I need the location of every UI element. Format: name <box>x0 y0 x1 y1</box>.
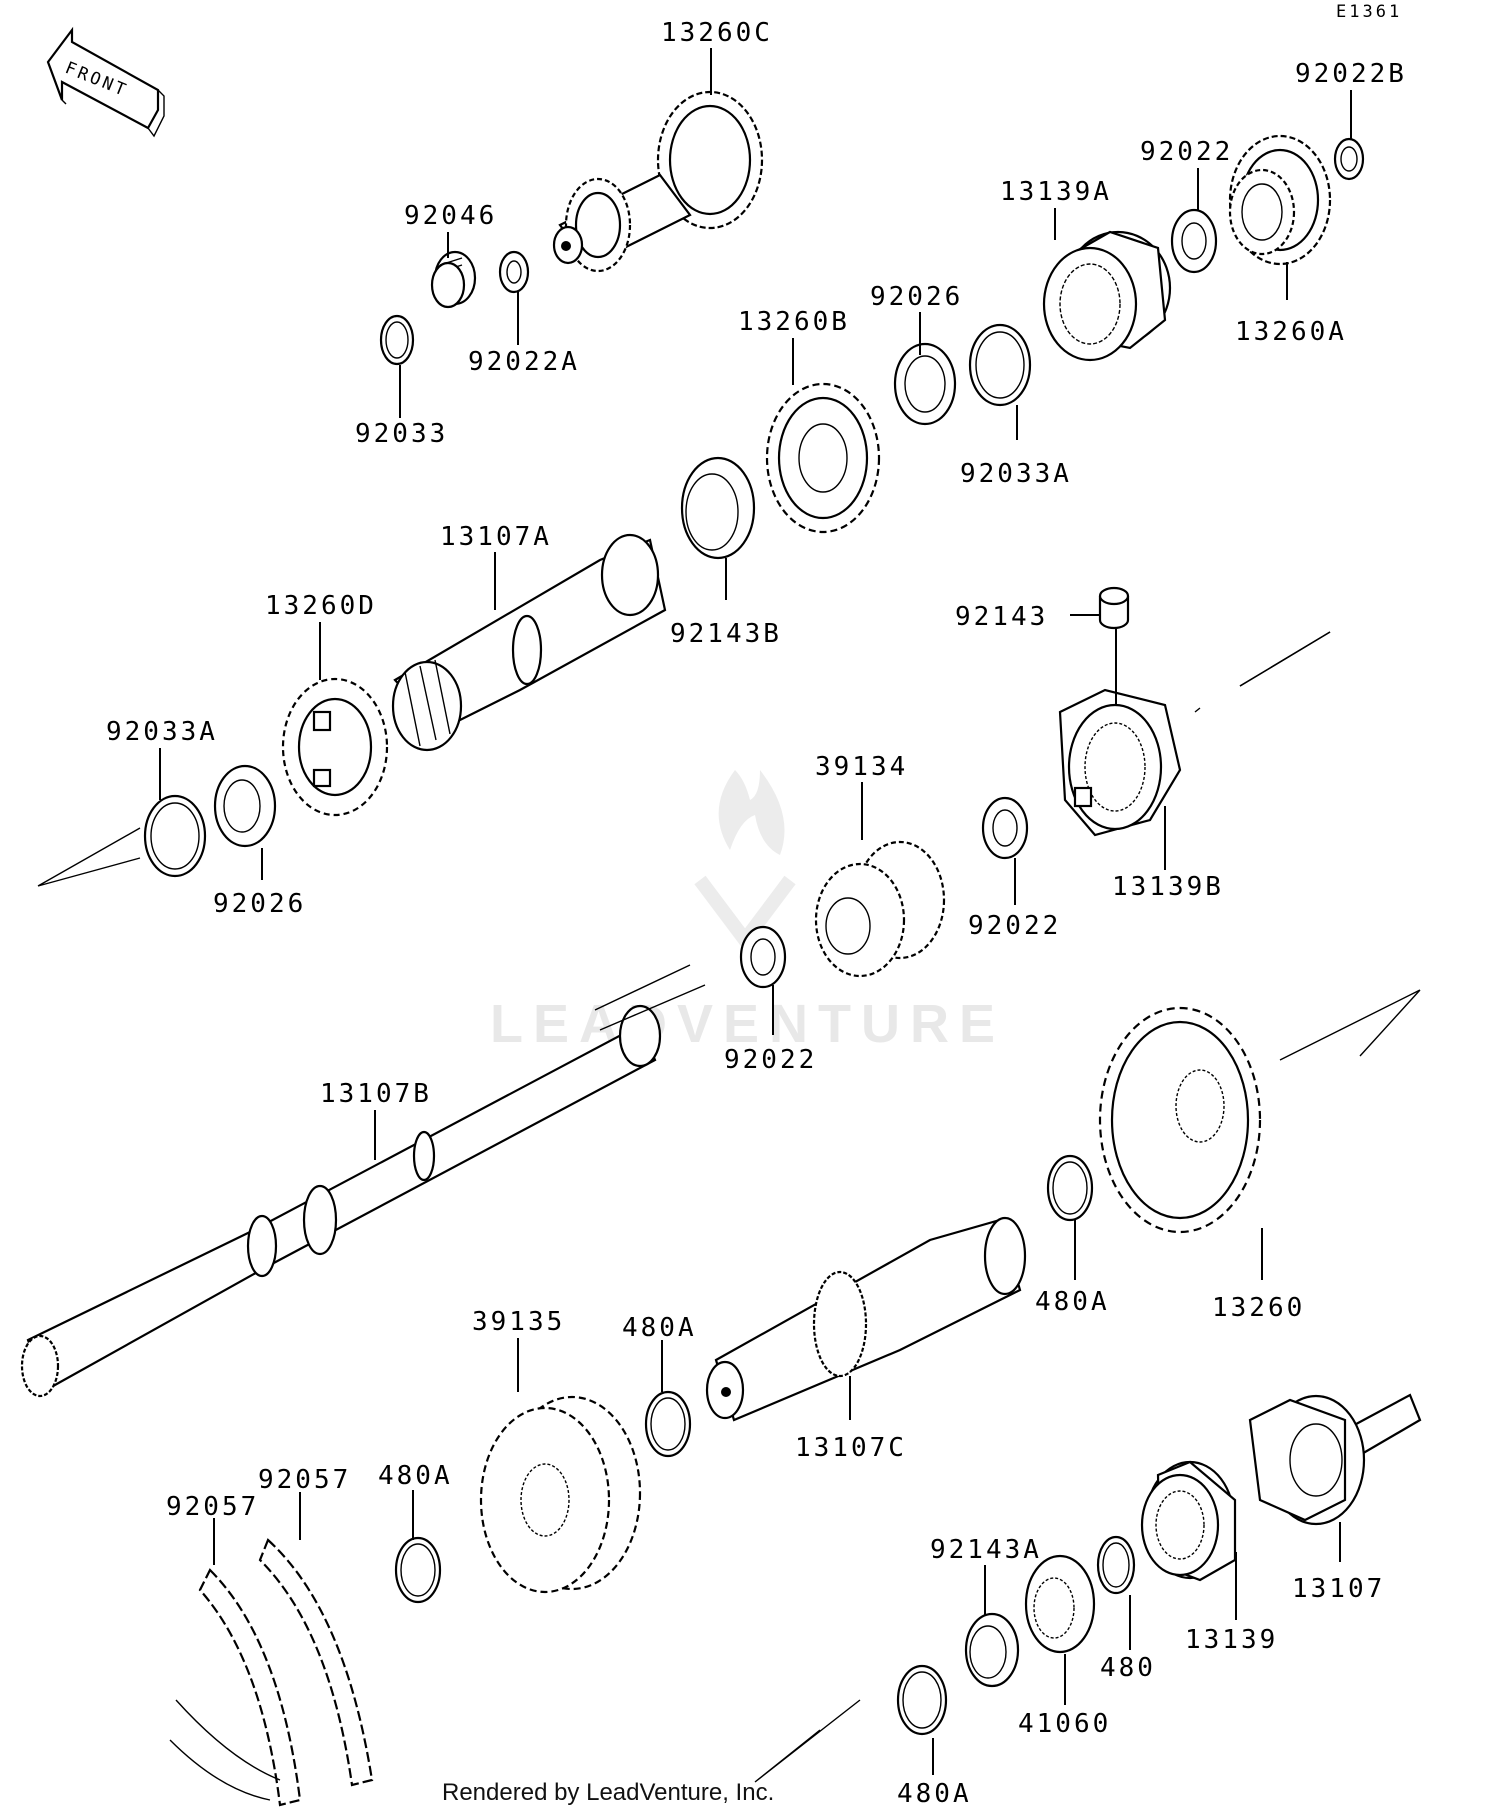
render-credit: Rendered by LeadVenture, Inc. <box>442 1779 774 1806</box>
part-label-92022a[interactable]: 92022A <box>468 347 580 377</box>
part-label-13139[interactable]: 13139 <box>1185 1625 1278 1655</box>
circlip-480a-right-drawing <box>1046 1154 1094 1222</box>
part-label-13260[interactable]: 13260 <box>1212 1293 1305 1323</box>
part-label-39134[interactable]: 39134 <box>815 752 908 782</box>
circlip-480a-middle-drawing <box>644 1390 692 1458</box>
axis-lines <box>37 631 1421 1783</box>
gear-39135-drawing <box>479 1395 642 1594</box>
shaft-13107-drawing <box>1248 1393 1422 1526</box>
part-label-92026-top[interactable]: 92026 <box>870 282 963 312</box>
part-label-13139b[interactable]: 13139B <box>1112 872 1224 902</box>
part-label-92143a[interactable]: 92143A <box>930 1535 1042 1565</box>
circlip-480a-bottom-drawing <box>896 1664 948 1736</box>
part-label-92057-left[interactable]: 92057 <box>166 1492 259 1522</box>
part-label-92033a-top[interactable]: 92033A <box>960 459 1072 489</box>
gear-13260c-drawing <box>552 90 764 273</box>
circlip-92033a-top-drawing <box>968 323 1032 407</box>
diagram-id: E1361 <box>1336 2 1402 22</box>
shaft-13107c-drawing <box>705 1216 1027 1422</box>
washer-92026-top-drawing <box>893 342 957 426</box>
circlip-92033a-left-drawing <box>143 794 207 878</box>
part-label-92046[interactable]: 92046 <box>404 201 497 231</box>
part-label-92143b[interactable]: 92143B <box>670 619 782 649</box>
gear-13139b-drawing <box>1058 688 1182 837</box>
washer-92022-top-drawing <box>1170 208 1218 274</box>
part-label-13139a[interactable]: 13139A <box>1000 177 1112 207</box>
part-label-92022-top[interactable]: 92022 <box>1140 137 1233 167</box>
gear-13139-drawing <box>1140 1460 1237 1582</box>
gear-13260a-drawing <box>1228 134 1332 266</box>
part-label-13107a[interactable]: 13107A <box>440 522 552 552</box>
part-label-13260b[interactable]: 13260B <box>738 307 850 337</box>
leader-lines <box>159 48 1352 1775</box>
part-labels: 13260C 92022B 92022 13139A 13260A 92046 … <box>106 18 1407 1809</box>
circlip-92033-drawing <box>379 314 415 366</box>
part-label-13260d[interactable]: 13260D <box>265 591 377 621</box>
collar-92143a-drawing <box>964 1612 1020 1688</box>
gear-39134-drawing <box>814 840 946 978</box>
part-label-13260c[interactable]: 13260C <box>661 18 773 48</box>
part-label-92022b[interactable]: 92022B <box>1295 59 1407 89</box>
watermark-text: LEADVENTURE <box>490 994 1005 1054</box>
gear-13260-drawing <box>1098 1006 1262 1234</box>
part-label-39135[interactable]: 39135 <box>472 1307 565 1337</box>
collar-92143b-drawing <box>680 456 756 560</box>
shaft-13107b-drawing <box>20 964 706 1398</box>
part-label-480a-bottom[interactable]: 480A <box>897 1779 972 1809</box>
part-label-41060[interactable]: 41060 <box>1018 1709 1111 1739</box>
circlip-480-drawing <box>1096 1535 1136 1595</box>
part-label-480a-middle[interactable]: 480A <box>622 1313 697 1343</box>
part-label-13107c[interactable]: 13107C <box>795 1433 907 1463</box>
front-direction-arrow: FRONT <box>46 26 165 138</box>
needle-bearing-92046-drawing <box>430 250 477 309</box>
washer-92022a-drawing <box>498 250 530 294</box>
part-label-92033a-left[interactable]: 92033A <box>106 717 218 747</box>
part-label-92022-lower[interactable]: 92022 <box>724 1045 817 1075</box>
part-label-480a-lower[interactable]: 480A <box>378 1461 453 1491</box>
part-label-92033[interactable]: 92033 <box>355 419 448 449</box>
gear-13139a-drawing <box>1042 230 1172 362</box>
circlip-480a-lower-drawing <box>394 1536 442 1604</box>
washer-92022-middle-drawing <box>981 796 1029 860</box>
washer-92022b-drawing <box>1333 137 1365 181</box>
washer-92026-left-drawing <box>213 764 277 848</box>
part-label-13260a[interactable]: 13260A <box>1235 317 1347 347</box>
part-label-480[interactable]: 480 <box>1100 1653 1156 1683</box>
part-label-13107b[interactable]: 13107B <box>320 1079 432 1109</box>
collar-92143-drawing <box>1098 586 1130 630</box>
shaft-13107a-drawing <box>391 533 667 752</box>
washer-92022-lower-drawing <box>739 925 787 989</box>
part-label-92143[interactable]: 92143 <box>955 602 1048 632</box>
part-label-92026-left[interactable]: 92026 <box>213 889 306 919</box>
part-label-13107[interactable]: 13107 <box>1292 1574 1385 1604</box>
gear-13260d-drawing <box>281 677 389 817</box>
gear-13260b-drawing <box>765 382 881 534</box>
bushing-41060-drawing <box>1024 1554 1096 1654</box>
part-label-92022-middle[interactable]: 92022 <box>968 911 1061 941</box>
chain-92057-drawing <box>169 1538 374 1807</box>
part-label-92057-right[interactable]: 92057 <box>258 1465 351 1495</box>
part-label-480a-right[interactable]: 480A <box>1035 1287 1110 1317</box>
